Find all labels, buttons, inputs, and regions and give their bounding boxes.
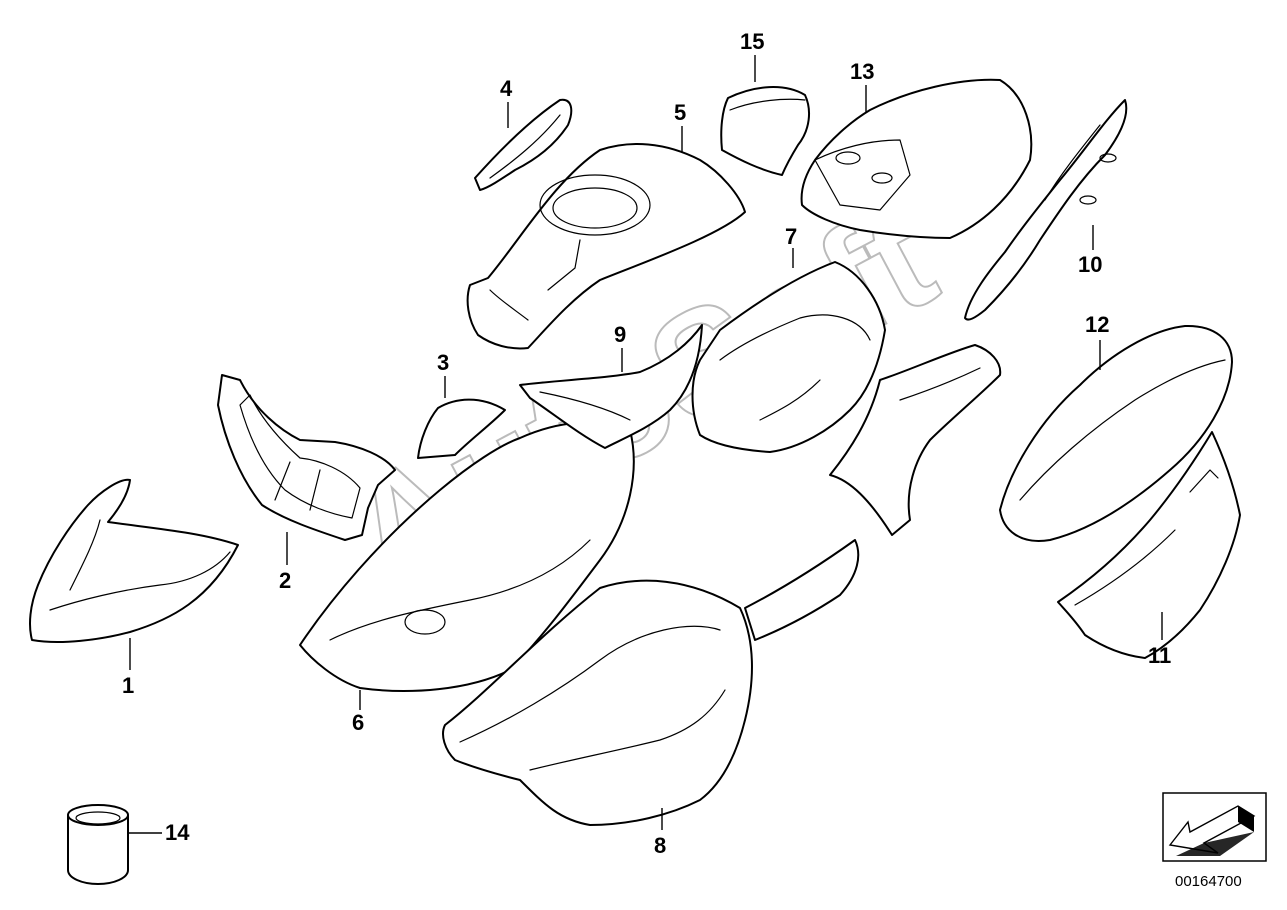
part-6-side-panel[interactable] bbox=[299, 421, 635, 692]
part-13-seat-cowl[interactable] bbox=[800, 78, 1033, 239]
part-1-front-fairing[interactable] bbox=[29, 478, 239, 643]
part-4-trim-strip[interactable] bbox=[474, 98, 573, 191]
orientation-box bbox=[1162, 792, 1267, 862]
callout-3: 3 bbox=[437, 350, 449, 375]
callout-12: 12 bbox=[1085, 312, 1109, 337]
part-3-side-trim[interactable] bbox=[417, 398, 506, 459]
callout-14: 14 bbox=[165, 820, 190, 845]
part-15-small-cushion[interactable] bbox=[720, 86, 811, 176]
callout-9: 9 bbox=[614, 322, 626, 347]
callout-4: 4 bbox=[500, 76, 513, 101]
direction-arrow-icon bbox=[1168, 805, 1256, 856]
callout-1: 1 bbox=[122, 673, 134, 698]
callout-15: 15 bbox=[740, 29, 764, 54]
part-11-trim-plate[interactable] bbox=[1057, 431, 1241, 659]
callout-10: 10 bbox=[1078, 252, 1102, 277]
part-12-cushion-pad[interactable] bbox=[999, 324, 1233, 542]
callout-11: 11 bbox=[1148, 643, 1171, 668]
callout-7: 7 bbox=[785, 224, 797, 249]
part-2-headlight-frame[interactable] bbox=[217, 374, 396, 541]
part-5-tank-cover[interactable] bbox=[466, 143, 746, 350]
diagram-number: 00164700 bbox=[1175, 873, 1242, 890]
part-8-lower-panel[interactable] bbox=[442, 539, 860, 826]
part-10-rear-rail[interactable] bbox=[964, 99, 1128, 321]
part-9-bracket-trim[interactable] bbox=[519, 324, 703, 449]
callout-8: 8 bbox=[654, 833, 666, 858]
callout-6: 6 bbox=[352, 710, 364, 735]
callout-13: 13 bbox=[850, 59, 874, 84]
part-14-paint-can[interactable] bbox=[67, 804, 129, 885]
callout-2: 2 bbox=[279, 568, 291, 593]
callout-5: 5 bbox=[674, 100, 686, 125]
part-7-center-cover[interactable] bbox=[691, 261, 1002, 536]
